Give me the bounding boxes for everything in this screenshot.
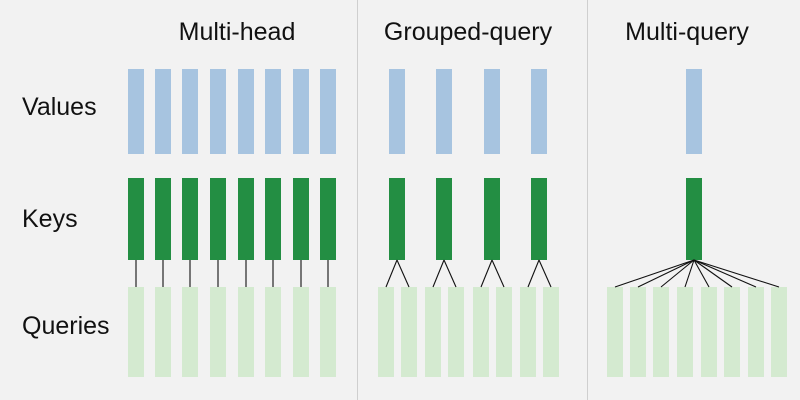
key-bar [210, 178, 226, 260]
key-query-connector [684, 259, 695, 288]
query-bar [238, 287, 254, 377]
key-query-connector [480, 259, 493, 288]
value-bar [128, 69, 144, 154]
key-bar [128, 178, 144, 260]
key-query-connector [693, 259, 733, 288]
key-query-connector [432, 259, 445, 288]
query-bar [748, 287, 764, 377]
key-query-connector [527, 259, 540, 288]
key-bar [484, 178, 500, 260]
query-bar [378, 287, 394, 377]
query-bar [607, 287, 623, 377]
key-query-connector [538, 259, 552, 288]
query-bar [210, 287, 226, 377]
key-query-connector [693, 259, 780, 288]
row-label-queries: Queries [22, 312, 110, 340]
key-query-connector [614, 259, 695, 288]
key-bar [238, 178, 254, 260]
value-bar [155, 69, 171, 154]
query-bar [653, 287, 669, 377]
row-label-values: Values [22, 93, 97, 121]
query-bar [265, 287, 281, 377]
panel-divider-2 [587, 0, 588, 400]
query-bar [155, 287, 171, 377]
query-bar [543, 287, 559, 377]
query-bar [496, 287, 512, 377]
key-query-connector [385, 259, 398, 288]
key-bar [182, 178, 198, 260]
key-bar [293, 178, 309, 260]
panel-title-grouped-query: Grouped-query [383, 18, 553, 46]
value-bar [531, 69, 547, 154]
key-bar [265, 178, 281, 260]
key-query-connector [443, 259, 457, 288]
key-query-connector [637, 259, 695, 288]
key-bar [155, 178, 171, 260]
key-query-connector [693, 259, 710, 288]
query-bar [771, 287, 787, 377]
value-bar [484, 69, 500, 154]
value-bar [238, 69, 254, 154]
panel-title-multi-query: Multi-query [625, 18, 749, 46]
query-bar [320, 287, 336, 377]
key-query-connector [693, 259, 757, 288]
query-bar [448, 287, 464, 377]
panel-title-multi-head: Multi-head [178, 18, 296, 46]
key-bar [686, 178, 702, 260]
query-bar [473, 287, 489, 377]
key-bar [389, 178, 405, 260]
query-bar [520, 287, 536, 377]
key-bar [320, 178, 336, 260]
key-bar [531, 178, 547, 260]
query-bar [182, 287, 198, 377]
panel-divider-1 [357, 0, 358, 400]
value-bar [320, 69, 336, 154]
value-bar [182, 69, 198, 154]
query-bar [677, 287, 693, 377]
row-label-keys: Keys [22, 205, 78, 233]
key-query-connector [660, 259, 695, 288]
key-query-connector [396, 259, 410, 288]
query-bar [293, 287, 309, 377]
value-bar [293, 69, 309, 154]
query-bar [724, 287, 740, 377]
value-bar [389, 69, 405, 154]
key-query-connector [491, 259, 505, 288]
query-bar [425, 287, 441, 377]
key-bar [436, 178, 452, 260]
query-bar [630, 287, 646, 377]
value-bar [686, 69, 702, 154]
value-bar [436, 69, 452, 154]
value-bar [210, 69, 226, 154]
query-bar [128, 287, 144, 377]
query-bar [401, 287, 417, 377]
value-bar [265, 69, 281, 154]
query-bar [701, 287, 717, 377]
